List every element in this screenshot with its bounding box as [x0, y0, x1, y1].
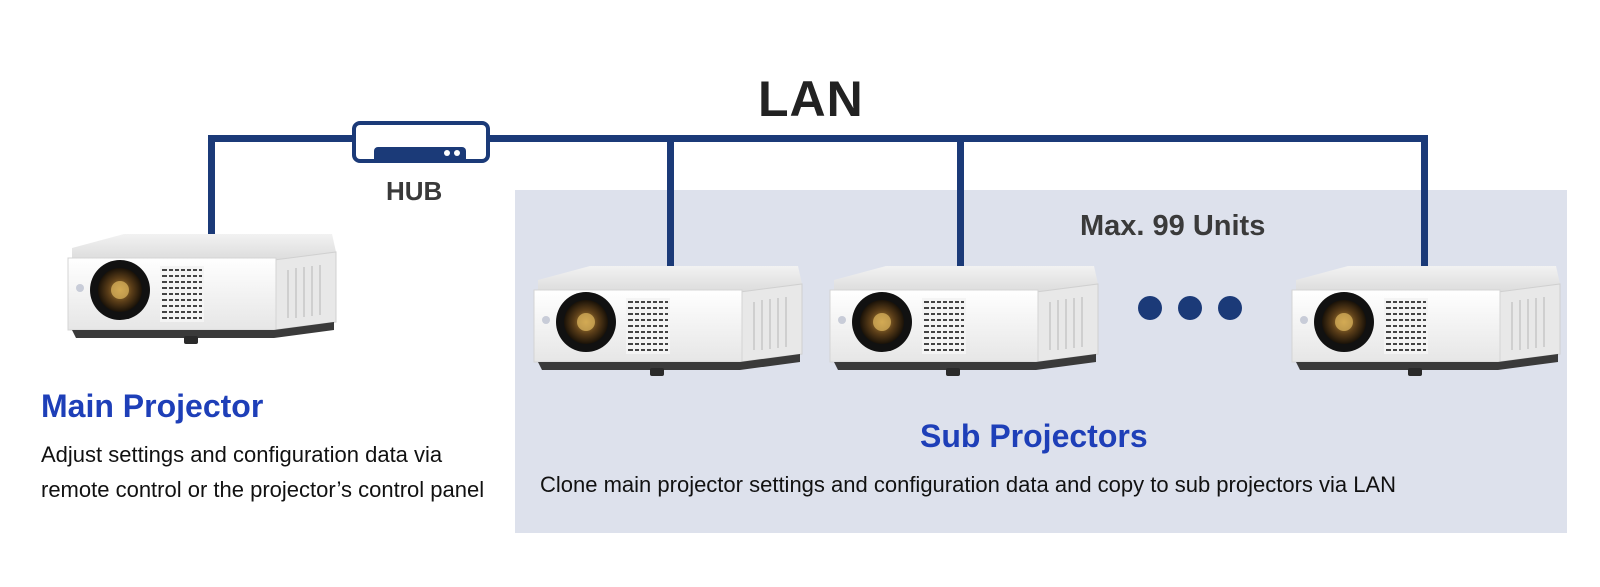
- sub-projectors-description: Clone main projector settings and config…: [540, 472, 1397, 497]
- main-projector-title: Main Projector: [41, 388, 264, 424]
- sub-projector-icon-1: [530, 262, 805, 382]
- projector-icon: [826, 262, 1101, 382]
- projector-icon: [64, 230, 339, 350]
- sub-projectors-title: Sub Projectors: [920, 418, 1148, 454]
- projector-icon: [530, 262, 805, 382]
- projector-icon: [1288, 262, 1563, 382]
- main-projector-icon: [64, 230, 339, 350]
- hub-icon: [352, 121, 490, 163]
- drop-line-sub-3: [1421, 135, 1428, 275]
- sub-projector-icon-3: [1288, 262, 1563, 382]
- drop-line-main: [208, 135, 215, 245]
- sub-projector-icon-2: [826, 262, 1101, 382]
- lan-label: LAN: [758, 71, 864, 127]
- main-projector-description: Adjust settings and configuration data v…: [41, 442, 485, 502]
- ellipsis-dot: [1138, 296, 1162, 320]
- ellipsis-dot: [1218, 296, 1242, 320]
- drop-line-sub-2: [957, 135, 964, 275]
- lan-line-main: [208, 135, 1428, 142]
- max-units-label: Max. 99 Units: [1080, 210, 1266, 242]
- drop-line-sub-1: [667, 135, 674, 275]
- hub-label: HUB: [386, 176, 443, 206]
- ellipsis-dot: [1178, 296, 1202, 320]
